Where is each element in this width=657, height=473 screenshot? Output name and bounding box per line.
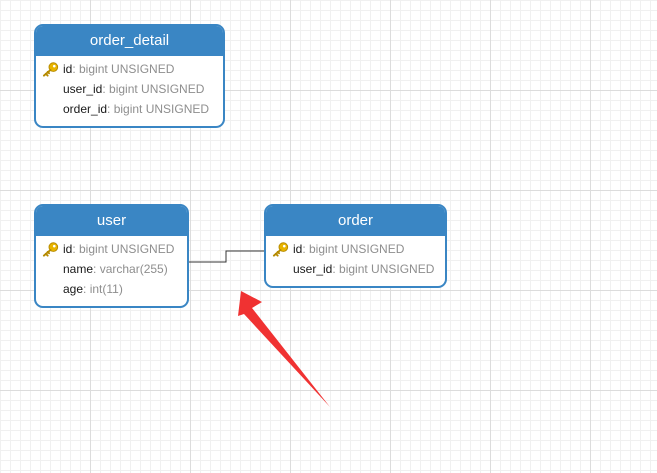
column-row[interactable]: id: bigint UNSIGNED [36,59,223,79]
entity-title: order_detail [36,26,223,56]
entity-user[interactable]: user id: bigint UNSIGNED name: varchar(2… [34,204,189,308]
entity-order[interactable]: order id: bigint UNSIGNED user_id: bigin… [264,204,447,288]
entity-order-detail[interactable]: order_detail id: bigint UNSIGNED user_id… [34,24,225,128]
column-list: id: bigint UNSIGNED user_id: bigint UNSI… [266,236,445,279]
column-list: id: bigint UNSIGNED user_id: bigint UNSI… [36,56,223,119]
column-type: : bigint UNSIGNED [107,102,210,116]
column-list: id: bigint UNSIGNED name: varchar(255) a… [36,236,187,299]
column-name: user_id [293,262,333,276]
column-type: : bigint UNSIGNED [72,242,175,256]
column-name: user_id [63,82,103,96]
column-type: : bigint UNSIGNED [332,262,435,276]
key-icon [42,62,59,77]
column-row[interactable]: user_id: bigint UNSIGNED [36,79,223,99]
column-name: name [63,262,94,276]
column-type: : bigint UNSIGNED [302,242,405,256]
column-name: id [293,242,303,256]
column-type: : int(11) [83,282,123,296]
column-name: order_id [63,102,108,116]
entity-title: user [36,206,187,236]
key-icon [42,242,59,257]
column-name: age [63,282,84,296]
column-row[interactable]: id: bigint UNSIGNED [36,239,187,259]
column-type: : varchar(255) [93,262,168,276]
column-row[interactable]: id: bigint UNSIGNED [266,239,445,259]
entity-title: order [266,206,445,236]
column-name: id [63,62,73,76]
column-row[interactable]: name: varchar(255) [36,259,187,279]
column-row[interactable]: order_id: bigint UNSIGNED [36,99,223,119]
column-name: id [63,242,73,256]
key-icon [272,242,289,257]
column-type: : bigint UNSIGNED [102,82,205,96]
column-row[interactable]: age: int(11) [36,279,187,299]
column-row[interactable]: user_id: bigint UNSIGNED [266,259,445,279]
column-type: : bigint UNSIGNED [72,62,175,76]
